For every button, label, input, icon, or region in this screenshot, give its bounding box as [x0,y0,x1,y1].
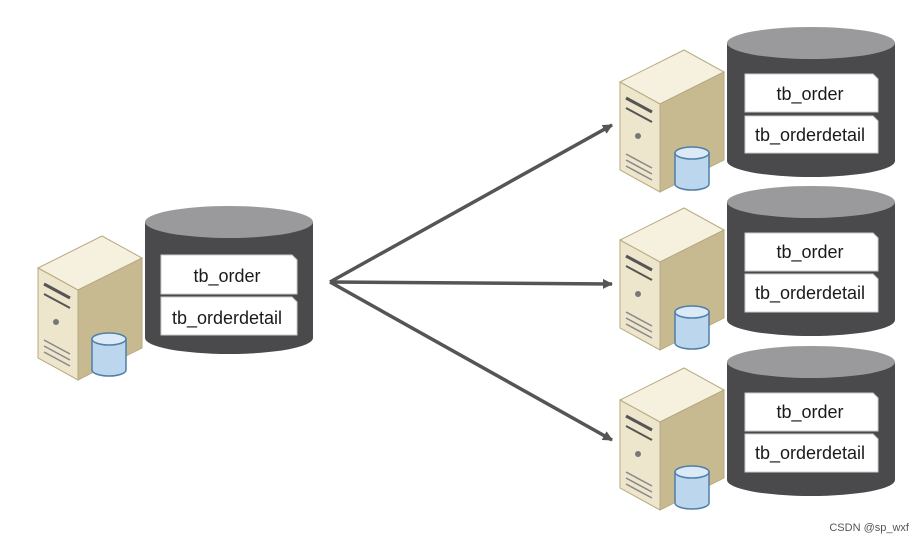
replica-node-2: tb_order tb_orderdetail [618,186,895,351]
source-node: tb_order tb_orderdetail [36,206,313,381]
replica-node-1: tb_order tb_orderdetail [618,27,895,193]
table-card: tb_orderdetail [744,433,879,473]
watermark: CSDN @sp_wxf [829,522,909,534]
table-card: tb_order [744,73,879,113]
table-card: tb_orderdetail [744,273,879,313]
arrows [329,123,613,442]
table-label: tb_orderdetail [172,308,282,329]
table-label: tb_order [776,242,843,263]
database-icon [91,332,127,377]
database-icon [674,465,710,510]
table-label: tb_orderdetail [755,443,865,464]
database-icon [674,146,710,191]
table-label: tb_orderdetail [755,125,865,146]
table-label: tb_order [776,84,843,105]
table-label: tb_order [776,402,843,423]
replica-node-3: tb_order tb_orderdetail [618,346,895,511]
table-card: tb_order [744,232,879,272]
table-card: tb_orderdetail [744,115,879,154]
arrow-to-replica-2 [329,278,613,289]
table-label: tb_order [193,266,260,287]
table-label: tb_orderdetail [755,283,865,304]
arrow-to-replica-1 [329,123,613,284]
database-icon [674,305,710,350]
table-card: tb_order [744,392,879,432]
table-card: tb_order [160,254,298,295]
arrow-to-replica-3 [329,280,613,442]
table-card: tb_orderdetail [160,296,298,336]
